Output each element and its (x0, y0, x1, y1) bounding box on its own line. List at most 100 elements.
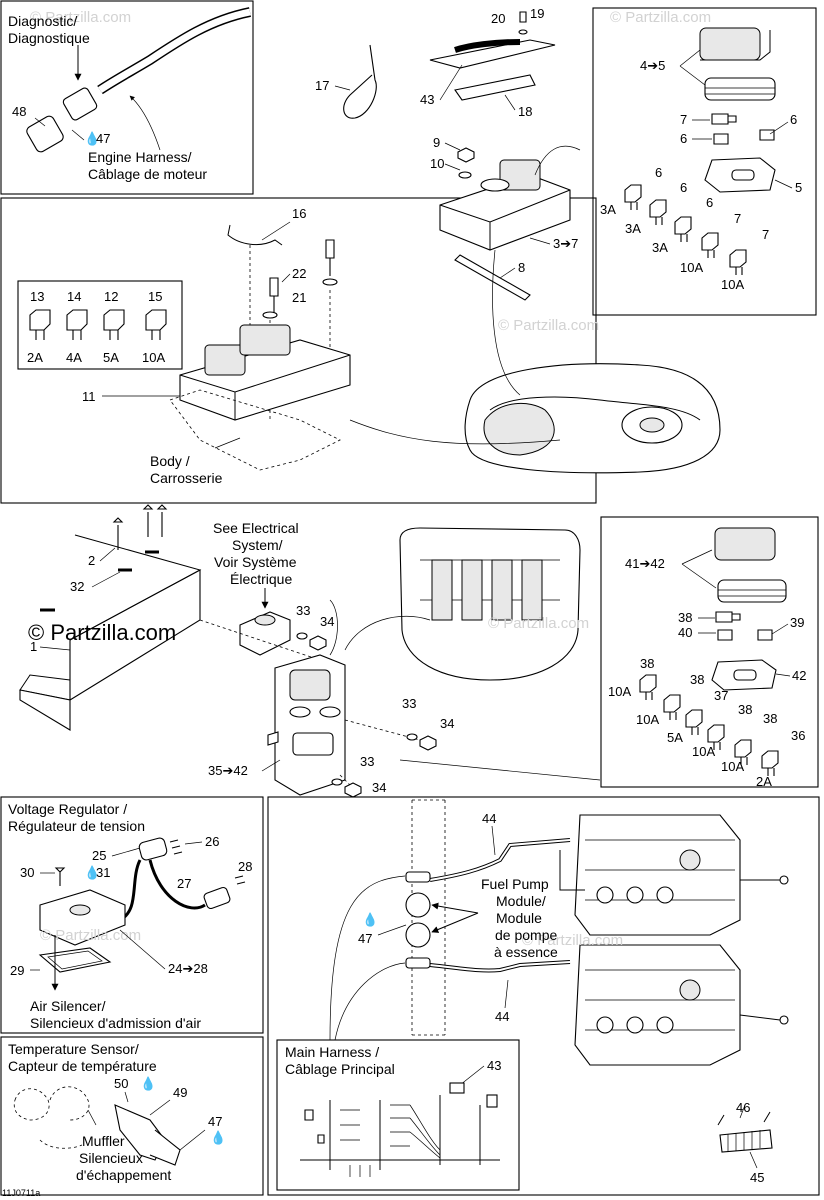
body-caption1: Body / (150, 453, 190, 469)
callout-50: 50 (114, 1076, 128, 1091)
fuel-pump-line5: à essence (494, 944, 558, 960)
callout-45: 45 (750, 1170, 764, 1185)
watermark-text: © Partzilla.com (30, 9, 131, 26)
fuse-icon (685, 709, 703, 735)
middle-section: 1 2 32 © Partzilla.com See Electrical Sy… (19, 504, 601, 798)
callout-29: 29 (10, 963, 24, 978)
main-harness-title2: Câblage Principal (285, 1061, 395, 1077)
fusebox-frame (0, 197, 597, 504)
callout-38: 38 (690, 672, 704, 687)
callout-44: 44 (482, 811, 496, 826)
main-harness-frame (276, 1039, 520, 1191)
callout-39: 39 (790, 615, 804, 630)
voltage-regulator (39, 889, 126, 946)
callout-5: 5 (795, 180, 802, 195)
callout-34: 34 (372, 780, 386, 795)
callout-2: 2 (88, 553, 95, 568)
watermark-text: © Partzilla.com (610, 9, 711, 26)
callout-48: 48 (12, 104, 26, 119)
washer (262, 311, 278, 319)
callout-40: 40 (678, 625, 692, 640)
callout-21: 21 (292, 290, 306, 305)
bracket (454, 254, 531, 301)
callout-4-5: 4➔5 (640, 58, 665, 73)
temperature-frame (0, 1036, 264, 1196)
callout-10a: 10A (692, 744, 715, 759)
callout-34: 34 (320, 614, 334, 629)
diagnostic-panel: © Partzilla.com Diagnostic/ Diagnostique… (0, 0, 254, 195)
relay-cover (499, 159, 541, 191)
fuse-icon (66, 309, 88, 340)
fuse-icon (649, 199, 667, 225)
diagnostic-title-line2: Diagnostique (8, 30, 90, 46)
callout-43: 43 (420, 92, 434, 107)
callout-7: 7 (762, 227, 769, 242)
watermark-text: © Partzilla.com (498, 317, 599, 334)
callout-31: 31 (96, 865, 110, 880)
callout-35-42: 35➔42 (208, 763, 248, 778)
drop-icon: 💧 (210, 1130, 226, 1145)
temperature-title1: Temperature Sensor/ (8, 1041, 139, 1057)
callout-10a: 10A (721, 759, 744, 774)
ground-terminal (717, 1111, 773, 1153)
drop-icon: 💧 (84, 131, 100, 146)
watermark-text: © Partzilla.com (40, 927, 141, 944)
callout-6: 6 (680, 180, 687, 195)
callout-11: 11 (82, 389, 96, 404)
bolt (269, 277, 279, 314)
body-caption2: Carrosserie (150, 470, 223, 486)
see-electrical-line1: See Electrical (213, 520, 299, 536)
connector-block (429, 39, 556, 69)
fuse-kit-mid: 41➔42 38 39 40 42 38 10A 38 10A 37 5A 38… (600, 516, 819, 789)
fuel-pump-line3: Module (496, 910, 542, 926)
fuse-rating: 4A (66, 350, 82, 365)
fuse-id: 15 (148, 289, 162, 304)
washer (322, 278, 338, 286)
fuse-legend-box (17, 280, 183, 370)
callout-1: 1 (30, 639, 37, 654)
air-silencer-caption2: Silencieux d'admission d'air (30, 1015, 201, 1031)
diagnostic-cap (26, 115, 64, 153)
fuse-icon (761, 750, 779, 776)
engine-harness-caption1: Engine Harness/ (88, 149, 192, 165)
harness-wiring (300, 1082, 500, 1177)
temperature-panel: Temperature Sensor/ Capteur de températu… (0, 1036, 264, 1196)
fuse-icon (103, 309, 125, 340)
voltage-regulator-title2: Régulateur de tension (8, 818, 145, 834)
callout-44: 44 (495, 1009, 509, 1024)
fuse-box (179, 339, 351, 421)
callout-9: 9 (433, 135, 440, 150)
callout-18: 18 (518, 104, 532, 119)
callout-34: 34 (440, 716, 454, 731)
hull-interior (399, 527, 581, 681)
callout-6: 6 (790, 112, 797, 127)
main-harness-panel: Main Harness / Câblage Principal 43 46 4… (276, 1039, 773, 1191)
callout-2a: 2A (756, 774, 772, 789)
callout-47: 47 (208, 1114, 222, 1129)
fuse-icon (29, 309, 51, 340)
callout-46: 46 (736, 1100, 750, 1115)
fuse-rating: 10A (142, 350, 165, 365)
callout-25: 25 (92, 848, 106, 863)
seal (717, 579, 787, 603)
voltage-regulator-title1: Voltage Regulator / (8, 801, 127, 817)
callout-27: 27 (177, 876, 191, 891)
callout-42: 42 (792, 668, 806, 683)
callout-6: 6 (655, 165, 662, 180)
callout-10a: 10A (721, 277, 744, 292)
callout-20: 20 (491, 11, 505, 26)
fuel-pump-module (405, 922, 431, 948)
callout-30: 30 (20, 865, 34, 880)
callout-17: 17 (315, 78, 329, 93)
callout-26: 26 (205, 834, 219, 849)
engine-panel: © Partzilla.com 44 44 Fuel Pump Module/ … (267, 796, 820, 1196)
cable-tie (343, 44, 377, 119)
fuse-kit-top: © Partzilla.com 4➔5 7 6 6 5 6 3A 6 3A 6 … (592, 7, 817, 316)
fuse-icon (701, 232, 719, 258)
fuel-pump-line2: Module/ (496, 893, 546, 909)
voltage-regulator-frame (0, 796, 264, 1034)
fuse-icon (639, 674, 657, 700)
callout-6: 6 (680, 131, 687, 146)
seal (704, 77, 776, 101)
